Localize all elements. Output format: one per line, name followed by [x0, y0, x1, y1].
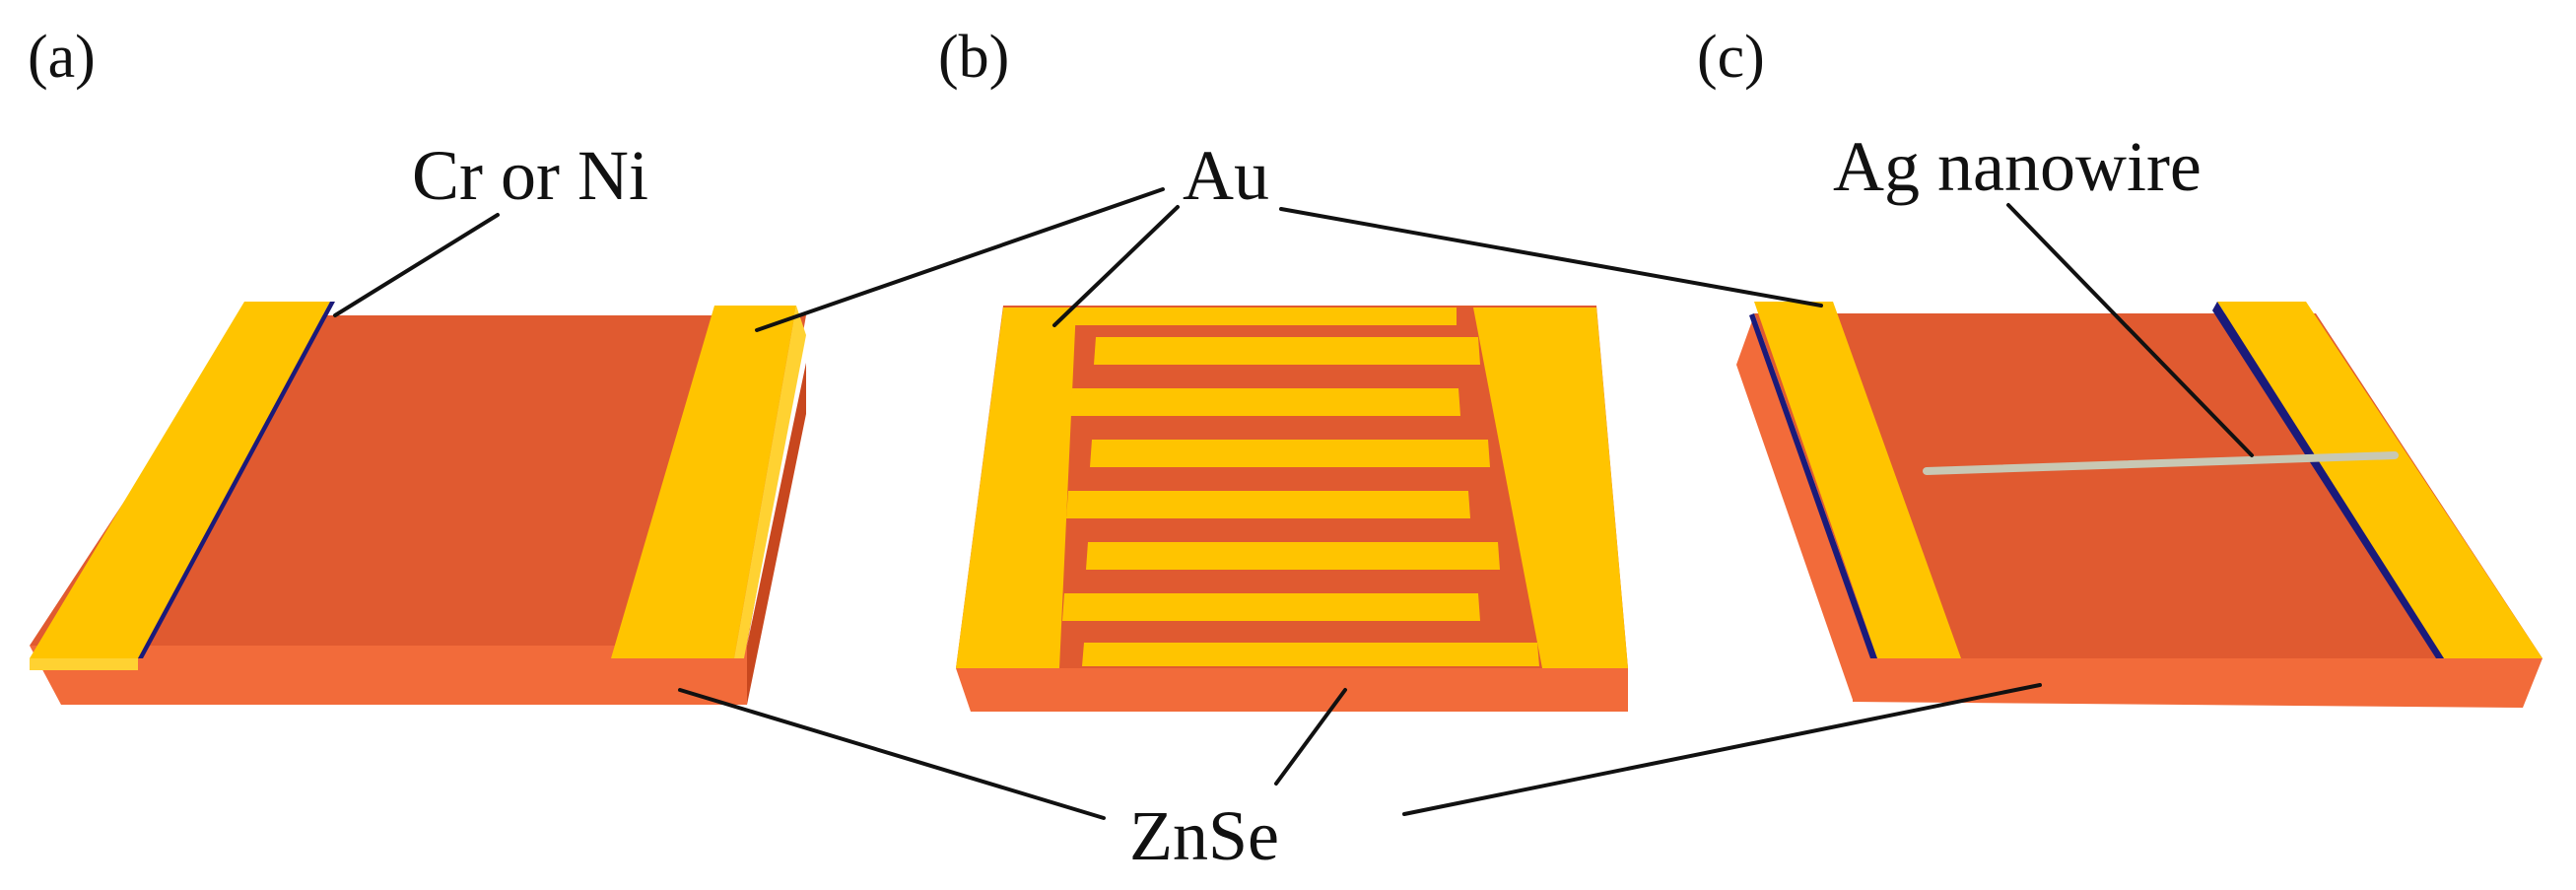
leader-znse-to-b	[1274, 688, 1347, 786]
label-ag-nanowire: Ag nanowire	[1833, 127, 2202, 206]
device-b-finger-4	[1066, 491, 1470, 518]
device-a-substrate-right	[747, 363, 806, 705]
device-b-finger-5	[1086, 542, 1500, 570]
device-a-left-electrode-front	[30, 658, 138, 670]
panel-label-b: (b)	[938, 24, 1009, 91]
device-a-left-electrode-adhesion	[138, 302, 335, 658]
device-b-left-bus	[956, 308, 1076, 668]
leader-znse-to-c	[1402, 683, 2042, 816]
leader-znse-to-a	[678, 688, 1106, 820]
device-c-left-electrode	[1754, 302, 1961, 658]
device-c-substrate-left	[1736, 315, 1877, 700]
device-b-finger-3	[1090, 440, 1490, 467]
device-b-right-bus	[1473, 308, 1628, 668]
device-a-right-electrode-side	[734, 306, 806, 658]
leader-ag-to-nanowire	[2006, 203, 2254, 457]
device-b-substrate-front	[956, 668, 1628, 712]
device-c-nanowire	[1923, 451, 2399, 475]
device-a-left-electrode	[30, 302, 330, 658]
panel-label-c: (c)	[1697, 24, 1765, 91]
device-a-substrate-front	[30, 646, 747, 705]
device-a-right-electrode	[611, 306, 796, 658]
device-b-finger-7	[1082, 643, 1539, 666]
device-a	[30, 302, 806, 705]
device-b-top-finger	[1005, 308, 1457, 325]
device-b-finger-1	[1094, 337, 1480, 365]
label-znse: ZnSe	[1129, 796, 1279, 875]
device-c-left-electrode-adhesion	[1749, 313, 1877, 658]
leader-au-to-c	[1279, 207, 1823, 308]
leader-au-to-a	[755, 187, 1165, 332]
label-au: Au	[1183, 136, 1269, 215]
panel-label-a: (a)	[28, 24, 96, 91]
device-c-right-electrode	[2217, 302, 2542, 658]
device-b-finger-6	[1062, 593, 1480, 621]
device-c	[1736, 302, 2542, 708]
leader-au-to-b	[1052, 205, 1180, 327]
device-b-finger-2	[1070, 388, 1460, 416]
device-c-right-electrode-adhesion	[2212, 302, 2444, 658]
label-cr-or-ni: Cr or Ni	[412, 136, 648, 215]
leader-cr-ni-to-a	[333, 213, 500, 317]
device-b	[956, 306, 1628, 712]
device-c-substrate-front	[1853, 658, 2542, 708]
